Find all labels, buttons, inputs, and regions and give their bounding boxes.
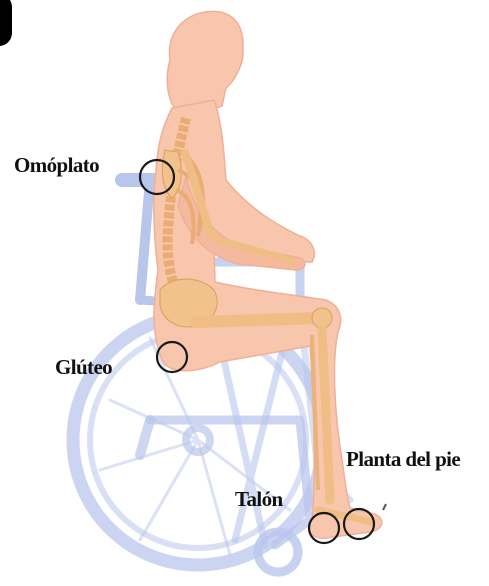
label-omoplato: Omóplato	[14, 153, 99, 178]
label-planta-del-pie: Planta del pie	[346, 447, 460, 472]
wheelchair-tipper	[140, 420, 150, 455]
label-talon: Talón	[235, 487, 283, 512]
femur	[196, 318, 320, 322]
label-gluteo: Glúteo	[55, 355, 112, 380]
knee	[312, 308, 332, 328]
wheelchair-back-frame	[140, 180, 150, 300]
toe-mark	[383, 504, 386, 510]
